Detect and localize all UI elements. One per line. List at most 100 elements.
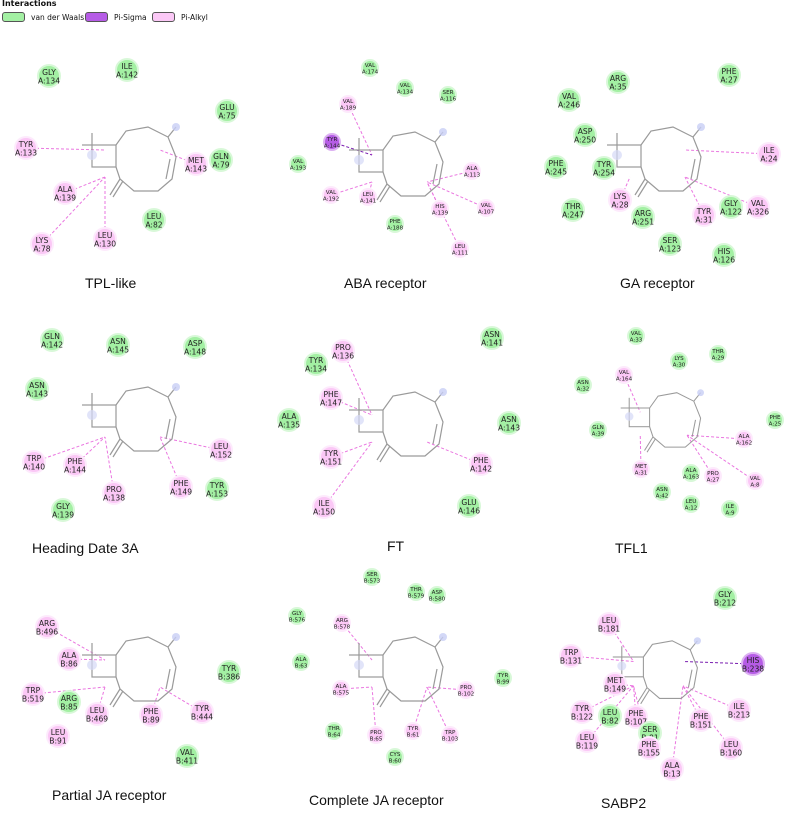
interaction-line xyxy=(159,686,203,713)
residue-id: A:33 xyxy=(630,338,643,344)
residue-name: ILE xyxy=(121,62,132,71)
interaction-line xyxy=(323,441,373,508)
residue-name: TRP xyxy=(563,648,579,657)
residue-id: A:139 xyxy=(54,194,76,203)
residue-id: A:143 xyxy=(26,390,48,399)
residue-id: B:576 xyxy=(289,618,306,624)
ligand-structure xyxy=(82,633,180,708)
residue-name: SER xyxy=(367,572,378,578)
residue-id: A:250 xyxy=(574,136,596,145)
residue-id: A:25 xyxy=(769,422,782,428)
residue-id: B:119 xyxy=(576,742,598,751)
residue-id: A:143 xyxy=(185,165,207,174)
residue-id: A:27 xyxy=(720,76,737,85)
residue-name: ASN xyxy=(110,337,126,346)
residue-id: A:9 xyxy=(725,511,735,517)
residue-id: A:174 xyxy=(362,70,379,76)
interaction-line xyxy=(614,683,634,687)
residue-id: A:39 xyxy=(592,432,605,438)
residue-id: A:75 xyxy=(218,112,235,121)
legend-swatch-vdw xyxy=(2,12,25,22)
residue-name: PHE xyxy=(323,390,338,399)
residue-name: PHE xyxy=(173,479,188,488)
residue-id: A:30 xyxy=(673,363,686,369)
interaction-diagram: VALA:33LYSA:30THRA:29ASNA:32VALA:164PHEA… xyxy=(574,327,784,518)
residue-name: ARG xyxy=(336,618,348,624)
ligand-structure xyxy=(620,389,704,453)
residue-name: PHE xyxy=(389,219,401,225)
residue-id: A:142 xyxy=(116,71,138,80)
residue-name: TRP xyxy=(26,454,42,463)
residue-id: A:145 xyxy=(107,346,129,355)
residue-id: A:116 xyxy=(440,97,457,103)
residue-id: B:496 xyxy=(36,628,58,637)
residue-id: B:64 xyxy=(328,733,341,739)
residue-name: PHE xyxy=(473,456,488,465)
residue-id: B:411 xyxy=(176,757,198,766)
residue-name: VAL xyxy=(180,748,195,757)
residue-name: TYR xyxy=(323,449,339,458)
residue-id: B:181 xyxy=(598,625,620,634)
residue-name: LEU xyxy=(724,740,739,749)
residue-id: A:24 xyxy=(760,155,777,164)
residue-id: A:150 xyxy=(313,508,335,517)
residue-name: PHE xyxy=(693,712,708,721)
residue-name: ASN xyxy=(29,381,45,390)
residue-id: B:91 xyxy=(49,737,67,746)
residue-name: VAL xyxy=(481,203,492,209)
residue-name: LYS xyxy=(614,192,627,201)
residue-id: A:144 xyxy=(324,144,341,150)
residue-name: GLY xyxy=(56,502,70,511)
residue-id: A:133 xyxy=(15,149,37,158)
residue-id: B:149 xyxy=(604,685,626,694)
residue-name: TYR xyxy=(308,356,324,365)
interaction-line xyxy=(33,436,106,463)
residue-id: B:65 xyxy=(370,737,383,743)
residue-name: GLN xyxy=(592,425,604,431)
residue-name: GLN xyxy=(213,152,229,161)
residue-id: A:141 xyxy=(360,199,377,205)
residue-id: A:141 xyxy=(481,339,503,348)
panel-caption: Partial JA receptor xyxy=(52,787,167,803)
residue-name: TYR xyxy=(596,160,612,169)
panel-caption: Complete JA receptor xyxy=(309,792,444,808)
residue-name: LEU xyxy=(363,192,374,198)
residue-id: A:246 xyxy=(558,101,580,110)
residue-id: A:162 xyxy=(736,441,752,447)
residue-id: B:131 xyxy=(560,657,582,666)
